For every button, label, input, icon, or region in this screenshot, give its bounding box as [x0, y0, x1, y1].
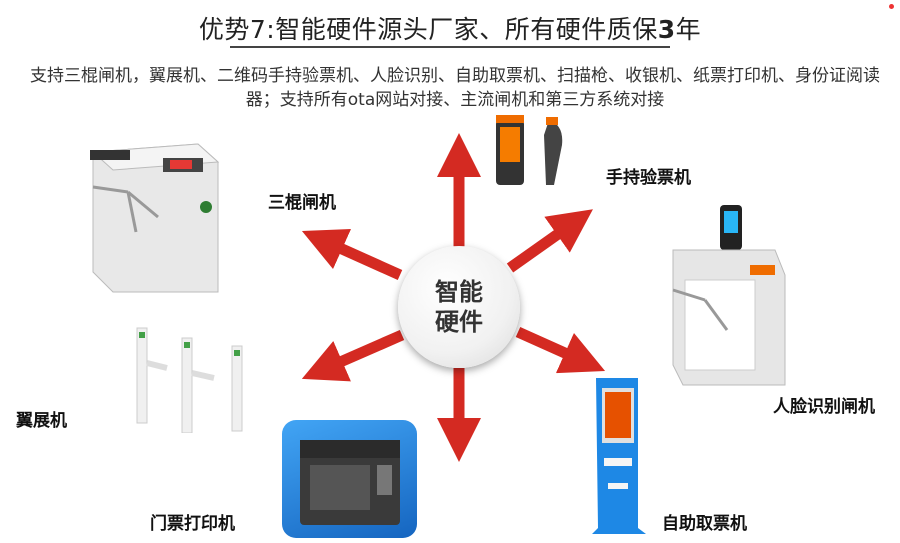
- page-title: 优势7:智能硬件源头厂家、所有硬件质保3年: [198, 15, 702, 44]
- smart-hardware-hub: 智能 硬件: [398, 246, 520, 368]
- hub-line1: 智能: [435, 278, 483, 306]
- face-gate-image: [665, 205, 790, 390]
- ticket-printer-image: [282, 420, 417, 538]
- label-kiosk: 自助取票机: [662, 514, 747, 534]
- label-handheld: 手持验票机: [606, 168, 691, 188]
- wing-gate-image: [122, 318, 262, 433]
- arrow-left: [301, 329, 405, 382]
- self-service-kiosk-image: [588, 378, 650, 536]
- label-ticket-printer: 门票打印机: [150, 514, 235, 534]
- arrow-right: [515, 326, 606, 374]
- feature-description: 支持三棍闸机，翼展机、二维码手持验票机、人脸识别、自助取票机、扫描枪、收银机、纸…: [30, 66, 880, 110]
- title-underline: [230, 46, 670, 48]
- hub-line2: 硬件: [435, 308, 483, 336]
- tripod-turnstile-image: [88, 132, 228, 297]
- arrow-upright: [506, 209, 593, 273]
- arrow-upleft: [301, 228, 403, 281]
- corner-marker: [889, 4, 894, 9]
- label-tripod-turnstile: 三棍闸机: [268, 193, 336, 213]
- label-face-gate: 人脸识别闸机: [773, 397, 875, 417]
- handheld-terminal-image: [494, 115, 579, 195]
- label-wing-gate: 翼展机: [16, 411, 67, 431]
